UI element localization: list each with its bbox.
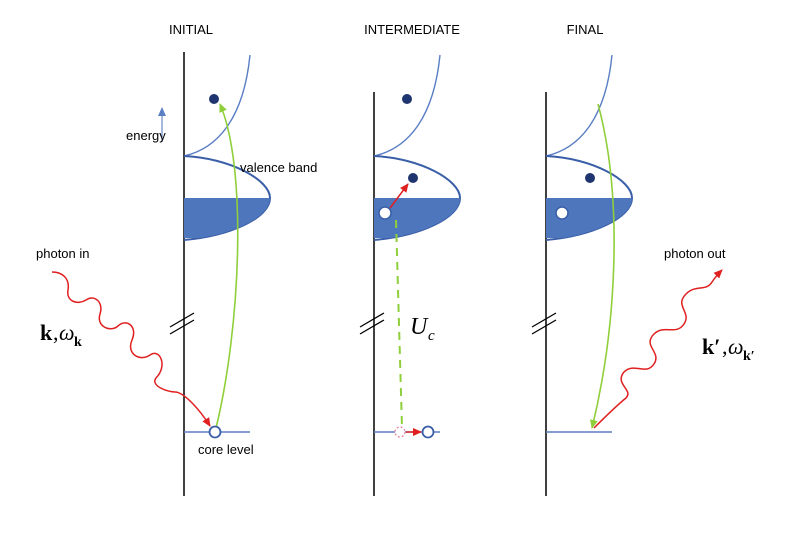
valence-band-filled-initial — [184, 198, 270, 238]
core-hole-interaction-line — [395, 219, 403, 429]
electron-valence-final — [585, 173, 595, 183]
valence-band-filled-intermediate — [374, 198, 460, 238]
photon-out-k: k′ — [702, 334, 720, 359]
electron-initial — [209, 94, 219, 104]
valence-hole-intermediate — [378, 206, 392, 220]
photon-out-comma: , — [722, 334, 728, 359]
panel-title-final: FINAL — [567, 22, 604, 37]
panel-title-initial: INITIAL — [169, 22, 213, 37]
valence-band-filled-final — [546, 198, 632, 238]
photon-out-omega-subscript: k′ — [743, 349, 755, 364]
axis-break-final — [531, 312, 557, 335]
excitation-arrow-intermediate — [389, 183, 409, 209]
panel-intermediate: U c — [359, 54, 462, 496]
energy-label: energy — [126, 128, 166, 143]
photon-out-wave — [593, 269, 723, 429]
panel-final: photon out k′ , ω k′ — [531, 54, 755, 496]
photon-in-label: photon in — [36, 246, 90, 261]
photon-out-omega: ω — [728, 334, 744, 359]
photon-in-omega: ω — [59, 320, 75, 345]
panel-initial: energy valence band core level photon in… — [36, 52, 317, 496]
electron-conduction-intermediate — [402, 94, 412, 104]
interaction-subscript: c — [428, 328, 435, 344]
core-level-label: core level — [198, 442, 254, 457]
interaction-U: U — [410, 314, 429, 340]
photon-in-comma: , — [53, 320, 59, 345]
decay-arrow-final — [590, 103, 615, 429]
photon-in-omega-subscript: k — [74, 335, 82, 350]
conduction-band-initial — [183, 54, 251, 157]
core-hole-initial — [208, 425, 222, 439]
axis-break-intermediate — [359, 312, 385, 335]
conduction-band-intermediate — [373, 54, 441, 157]
core-hole-intermediate — [421, 425, 435, 439]
valence-hole-final — [555, 206, 569, 220]
core-hole-old-position — [394, 426, 406, 438]
conduction-band-final — [545, 54, 613, 157]
valence-band-label: valence band — [240, 160, 317, 175]
transition-arrow-initial — [215, 103, 239, 429]
photon-in-k: k — [40, 320, 53, 345]
photon-out-label: photon out — [664, 246, 726, 261]
photon-in-wave — [51, 271, 211, 427]
panel-title-intermediate: INTERMEDIATE — [364, 22, 460, 37]
electron-valence-intermediate — [408, 173, 418, 183]
axis-break-initial — [169, 312, 195, 335]
